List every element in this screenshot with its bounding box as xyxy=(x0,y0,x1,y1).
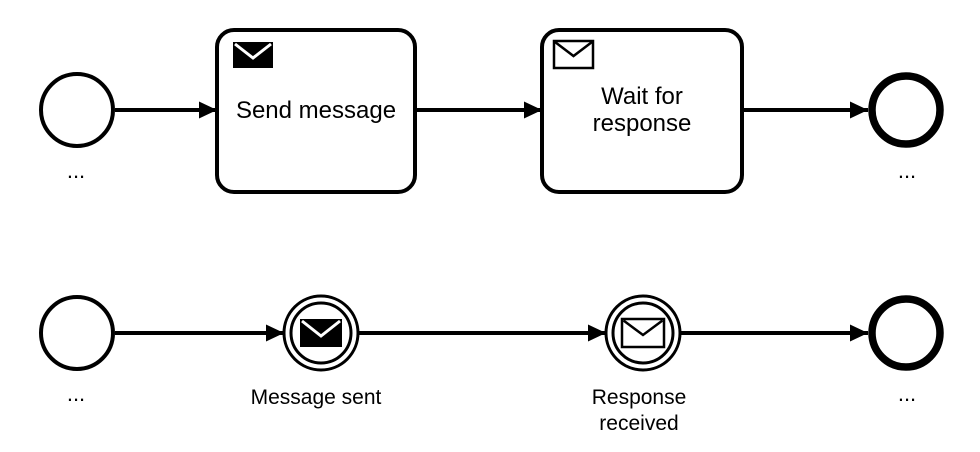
bottom-flow: ... Message sent Response received xyxy=(39,294,944,435)
end-event-label: ... xyxy=(898,381,916,406)
task-label-line2: response xyxy=(593,110,692,137)
message-outline-icon xyxy=(620,317,666,349)
intermediate-message-throw-event: Message sent xyxy=(251,294,382,409)
event-label-line2: received xyxy=(599,412,678,435)
start-event-label: ... xyxy=(67,158,85,183)
message-filled-icon xyxy=(233,42,273,68)
intermediate-message-catch-event: Response received xyxy=(592,294,687,435)
start-event-circle xyxy=(39,295,115,371)
task-send-message: Send message xyxy=(215,28,417,194)
end-event-circle xyxy=(868,295,944,371)
end-event-label: ... xyxy=(898,158,916,183)
event-label: Message sent xyxy=(251,386,382,409)
message-filled-icon xyxy=(300,319,342,347)
start-event-label: ... xyxy=(67,381,85,406)
task-wait-for-response: Wait for response xyxy=(540,28,744,194)
task-label-line1: Wait for xyxy=(601,83,683,110)
task-label: Send message xyxy=(236,97,396,124)
end-event-circle xyxy=(868,72,944,148)
start-event-circle xyxy=(39,72,115,148)
top-flow: ... Send message Wait for response xyxy=(39,28,944,194)
event-label-line1: Response xyxy=(592,386,687,409)
message-outline-icon xyxy=(552,39,595,70)
